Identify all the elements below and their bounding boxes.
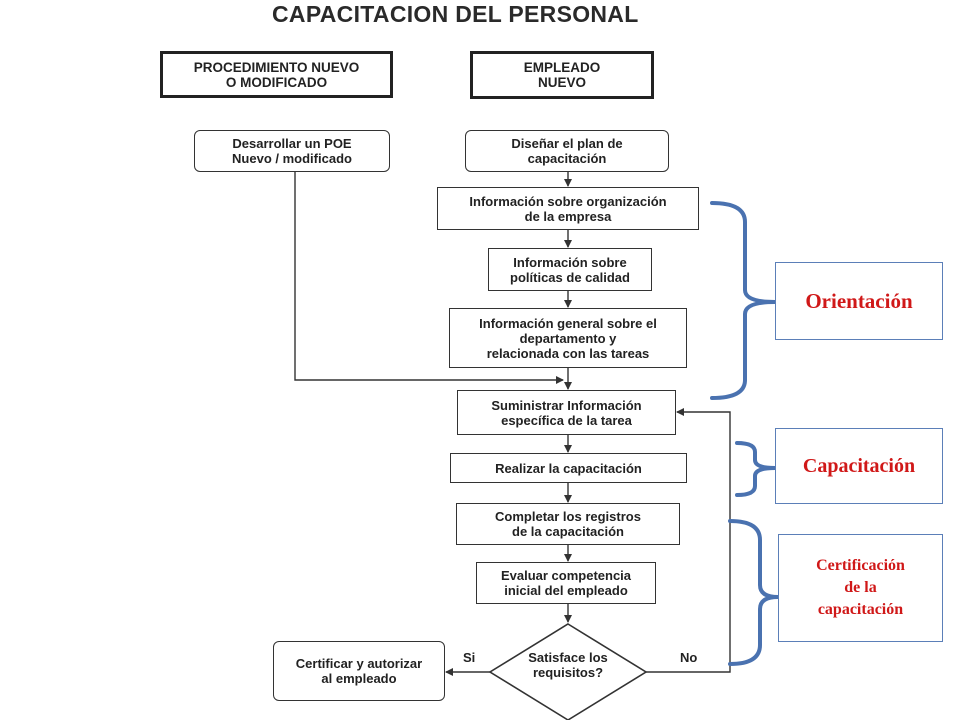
step-complete-records: Completar los registros de la capacitaci… bbox=[456, 503, 680, 545]
step-info-organization: Información sobre organización de la emp… bbox=[437, 187, 699, 230]
decision-label: Satisface los requisitos? bbox=[528, 650, 608, 680]
arrow-poe-to-supply bbox=[294, 172, 564, 384]
decision-diamond bbox=[488, 623, 648, 720]
step-develop-poe: Desarrollar un POE Nuevo / modificado bbox=[194, 130, 390, 172]
bracket-training bbox=[735, 441, 776, 497]
step-do-training: Realizar la capacitación bbox=[450, 453, 687, 483]
step-design-plan: Diseñar el plan de capacitación bbox=[465, 130, 669, 172]
step-info-quality: Información sobre políticas de calidad bbox=[488, 248, 652, 291]
step-evaluate: Evaluar competencia inicial del empleado bbox=[476, 562, 656, 604]
bracket-certification bbox=[728, 519, 779, 666]
bracket-orientation bbox=[710, 201, 776, 400]
phase-orientation: Orientación bbox=[775, 262, 943, 340]
arrow-no-loop-back bbox=[646, 408, 731, 673]
step-info-department: Información general sobre el departament… bbox=[449, 308, 687, 368]
phase-certification: Certificación de la capacitación bbox=[778, 534, 943, 642]
step-certify: Certificar y autorizar al empleado bbox=[273, 641, 445, 701]
header-new-employee: EMPLEADO NUEVO bbox=[470, 51, 654, 99]
branch-yes-label: Si bbox=[463, 650, 476, 665]
branch-no-label: No bbox=[680, 650, 698, 665]
step-supply-info: Suministrar Información específica de la… bbox=[457, 390, 676, 435]
phase-training: Capacitación bbox=[775, 428, 943, 504]
page-title: CAPACITACION DEL PERSONAL bbox=[272, 1, 639, 27]
header-procedure: PROCEDIMIENTO NUEVO O MODIFICADO bbox=[160, 51, 393, 98]
